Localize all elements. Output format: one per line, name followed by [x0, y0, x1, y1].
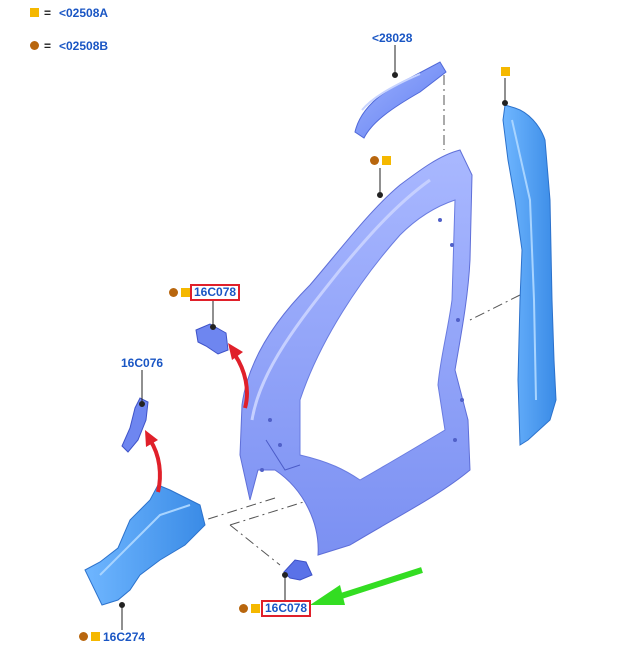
square-marker-icon [91, 632, 100, 641]
legend-equals-1: = [44, 6, 52, 20]
red-arrowhead-2 [145, 430, 158, 447]
dot-marker-icon [30, 41, 39, 50]
green-arrow-shaft [334, 567, 423, 601]
left-bracket-part[interactable] [121, 397, 149, 453]
square-marker-icon [181, 288, 190, 297]
callout-bottom-left[interactable]: 16C274 [103, 630, 146, 644]
square-marker-icon [501, 67, 510, 76]
right-pillar-part[interactable] [502, 104, 557, 446]
bottom-left-part[interactable] [84, 484, 206, 606]
callout-upper-bracket[interactable]: 16C078 [190, 284, 241, 301]
leader-lines [119, 45, 508, 630]
alignment-lines [204, 75, 521, 566]
callout-left-bracket[interactable]: 16C076 [121, 356, 164, 370]
dot-marker-icon [79, 632, 88, 641]
square-marker-icon [382, 156, 391, 165]
callout-lower-bracket[interactable]: 16C078 [261, 600, 312, 617]
dot-marker-icon [169, 288, 178, 297]
top-panel-part[interactable] [354, 61, 447, 139]
green-arrowhead [310, 585, 345, 605]
dot-marker-icon [239, 604, 248, 613]
legend-square-code[interactable]: <02508A [59, 6, 109, 20]
square-marker-icon [30, 8, 39, 17]
legend-equals-2: = [44, 39, 52, 53]
legend-dot-code[interactable]: <02508B [59, 39, 109, 53]
square-marker-icon [251, 604, 260, 613]
red-arrows [148, 353, 249, 493]
callout-top-panel[interactable]: <28028 [372, 31, 413, 45]
dot-marker-icon [370, 156, 379, 165]
red-arrowhead-1 [228, 343, 243, 360]
lower-bracket-part[interactable] [283, 559, 313, 581]
